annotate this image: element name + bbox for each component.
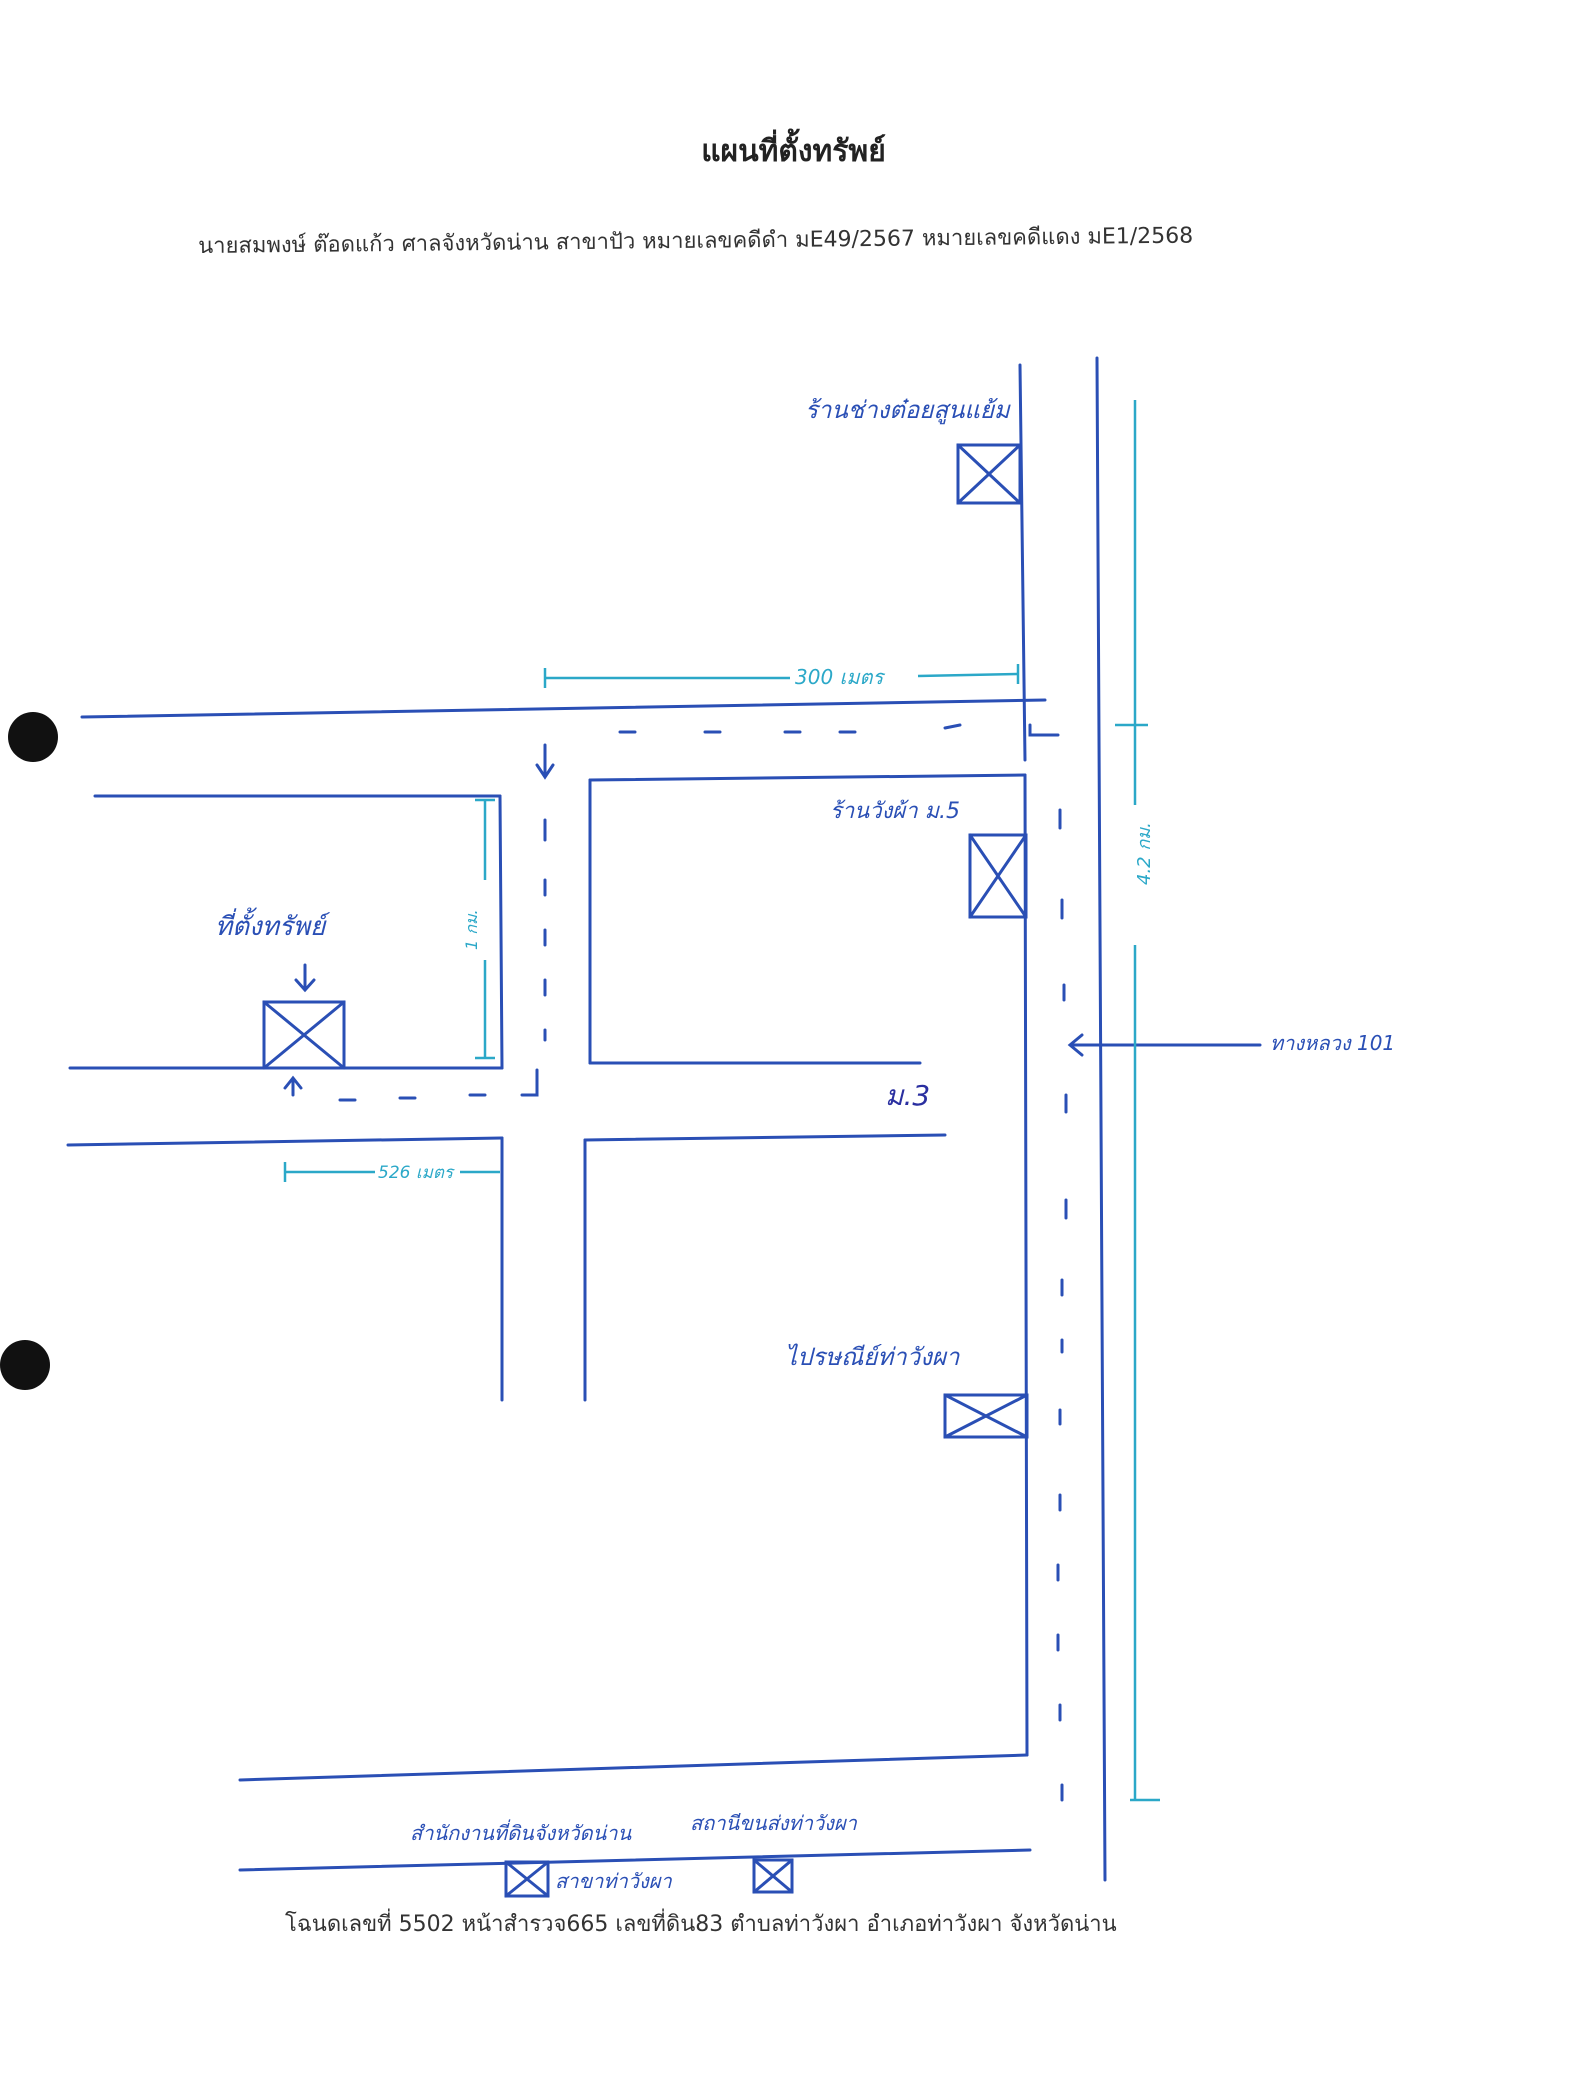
shop-middle-box xyxy=(968,833,1028,919)
deed-info: โฉนดเลขที่ 5502 หน้าสำรวจ665 เลขที่ดิน83… xyxy=(285,1912,1117,1937)
property-box xyxy=(262,1000,346,1070)
lower-road-upper-edge xyxy=(66,1136,504,1147)
arrow-down-icon xyxy=(535,743,555,780)
bottom-small-label: สาขาท่าวังผา xyxy=(555,1869,672,1893)
bottom-right-label: สถานีขนส่งท่าวังผา xyxy=(690,1811,858,1835)
arrow-up-icon xyxy=(283,1075,303,1097)
measure-left-label: 526 เมตร xyxy=(378,1163,455,1183)
road-sign-label: ม.3 xyxy=(885,1079,930,1112)
shop-top-label: ร้านช่างต๋อยสูนแย้ม xyxy=(805,396,1011,425)
turn-arrow-icon xyxy=(520,1068,539,1097)
measure-top-label: 300 เมตร xyxy=(795,665,886,689)
highway-left-edge-top xyxy=(1018,363,1027,762)
lower-road-right-upper xyxy=(583,1133,947,1142)
road-block-top xyxy=(588,773,1027,782)
shop-top-box xyxy=(956,443,1022,505)
punch-hole-bottom xyxy=(0,1340,50,1390)
gas-station-box xyxy=(943,1393,1029,1439)
page-title: แผนที่ตั้งทรัพย์ xyxy=(701,134,886,169)
bottom-road-upper xyxy=(238,1753,1029,1782)
highway-left-edge-bottom xyxy=(1023,773,1029,1757)
bottom-box-left xyxy=(504,1860,550,1898)
turn-arrow-icon xyxy=(1028,723,1060,737)
highway-label: ทางหลวง 101 xyxy=(1270,1031,1395,1055)
arrow-down-icon xyxy=(294,963,316,993)
punch-hole-top xyxy=(8,712,58,762)
bottom-left-label: สำนักงานที่ดินจังหวัดน่าน xyxy=(410,1819,633,1845)
measure-vertical-left-label: 1 กม. xyxy=(462,909,481,950)
side-road-right-edge xyxy=(498,794,504,1070)
shop-middle-label: ร้านวังผ้า ม.5 xyxy=(830,799,960,824)
measure-vertical-right-label: 4.2 กม. xyxy=(1134,822,1155,885)
bottom-box-right xyxy=(752,1858,794,1894)
highway-right-edge xyxy=(1095,356,1107,1882)
bottom-road-lower xyxy=(238,1848,1032,1872)
property-label: ที่ตั้งทรัพย์ xyxy=(215,907,330,942)
arrow-left-icon xyxy=(1067,1033,1084,1057)
gas-station-label: ไปรษณีย์ท่าวังผา xyxy=(785,1343,961,1371)
road-top-upper-edge xyxy=(80,698,1047,719)
